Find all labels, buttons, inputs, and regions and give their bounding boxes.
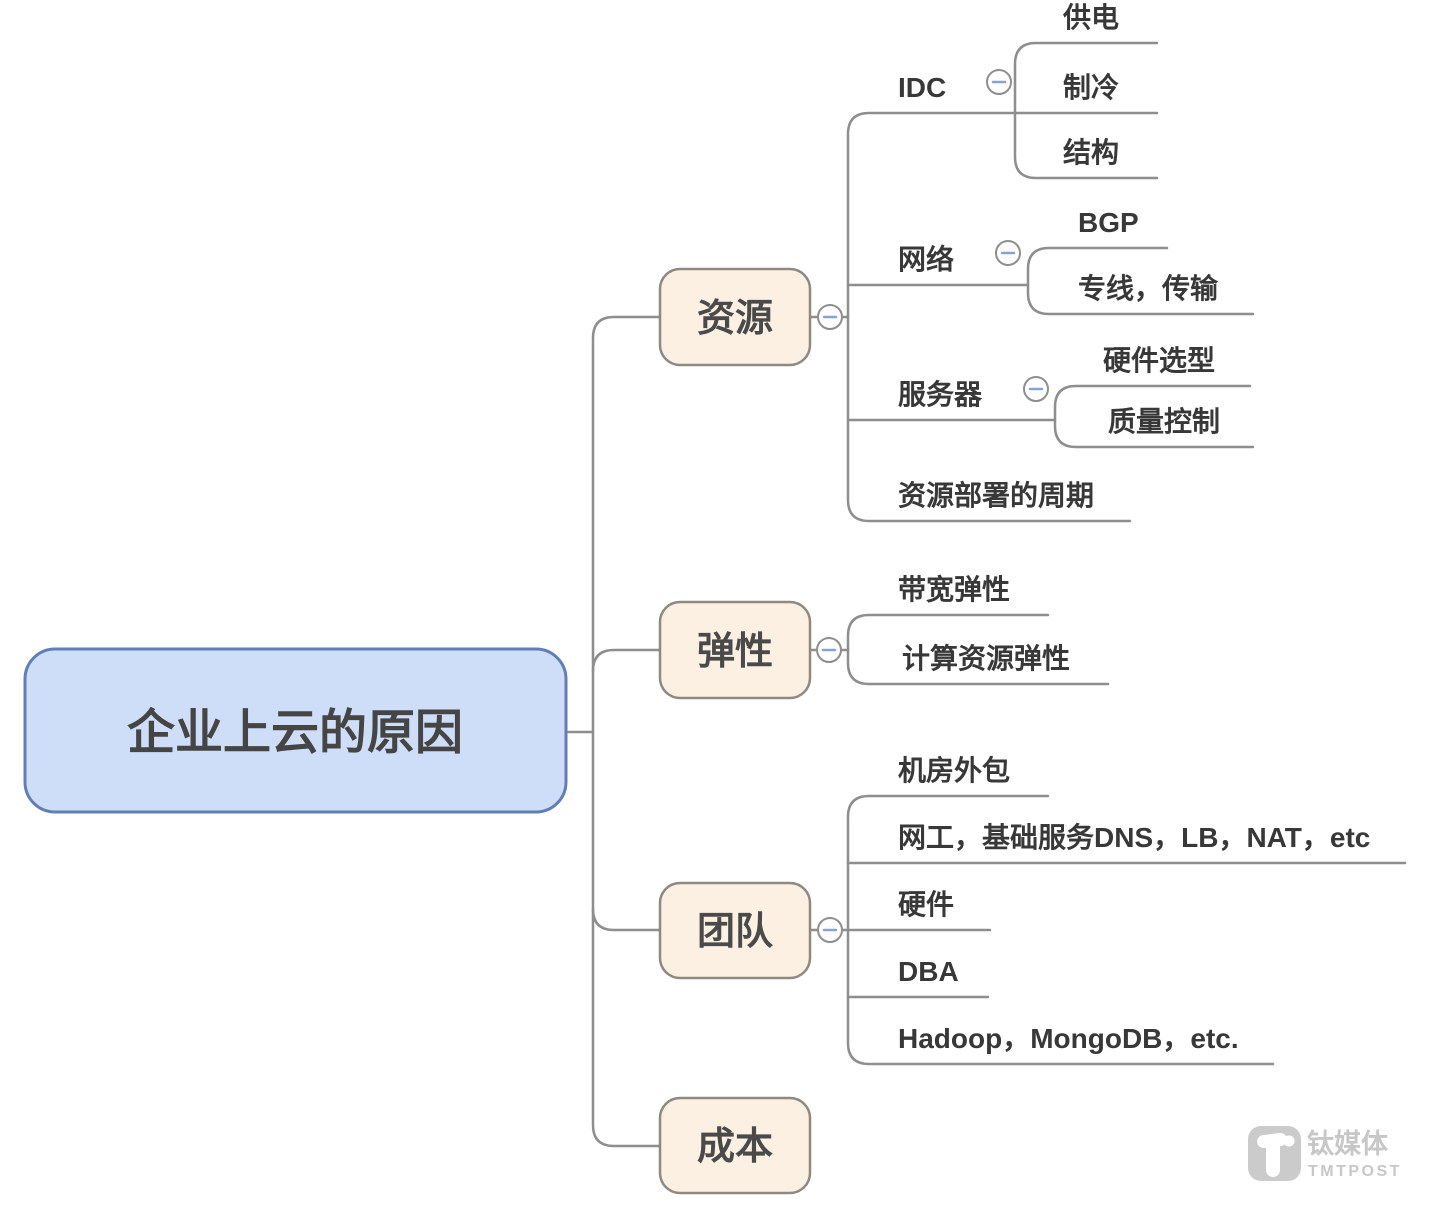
node-datacenter-outsourcing[interactable]: 机房外包 xyxy=(898,754,1010,786)
node-server[interactable]: 服务器 xyxy=(898,379,983,410)
node-branch-team-label: 团队 xyxy=(697,911,774,953)
node-branch-team[interactable] xyxy=(658,881,812,980)
collapse-button-layer xyxy=(816,69,1049,943)
node-bandwidth-elasticity[interactable]: 带宽弹性 xyxy=(898,573,1010,605)
collapse-button-idc[interactable] xyxy=(986,69,1012,95)
connector-branch-team xyxy=(591,907,662,932)
node-cooling[interactable]: 制冷 xyxy=(1063,72,1119,103)
connector-network-children-frame xyxy=(1026,246,1255,316)
tmtpost-watermark-en: TMTPOST xyxy=(1308,1163,1402,1180)
collapse-button-network[interactable] xyxy=(995,240,1021,266)
node-branch-cost[interactable] xyxy=(658,1096,812,1195)
tmtpost-logo-icon xyxy=(1248,1126,1301,1181)
node-branch-resources-label: 资源 xyxy=(697,298,773,340)
node-root[interactable] xyxy=(23,647,568,814)
node-deployment-cycle[interactable]: 资源部署的周期 xyxy=(898,479,1094,511)
node-branch-resources[interactable] xyxy=(658,267,812,367)
node-branch-elasticity[interactable] xyxy=(658,600,812,700)
node-branch-elasticity-label: 弹性 xyxy=(697,631,773,673)
node-quality-control[interactable]: 质量控制 xyxy=(1108,406,1220,437)
node-network[interactable]: 网络 xyxy=(898,243,954,275)
collapse-button-team[interactable] xyxy=(817,917,843,943)
node-structure[interactable]: 结构 xyxy=(1063,137,1119,168)
node-compute-elasticity[interactable]: 计算资源弹性 xyxy=(902,642,1070,674)
node-power-supply[interactable]: 供电 xyxy=(1062,2,1119,33)
node-root-label: 企业上云的原因 xyxy=(127,707,463,760)
node-layer: 企业上云的原因 资源 弹性 团队 成本 xyxy=(23,267,812,1195)
node-dedicated-line[interactable]: 专线，传输 xyxy=(1078,272,1219,304)
node-hardware[interactable]: 硬件 xyxy=(898,889,954,920)
connector-elasticity-children-frame xyxy=(846,613,1110,686)
leaf-layer: IDC 网络 服务器 资源部署的周期 供电 制冷 结构 BGP 专线，传输 硬件… xyxy=(898,2,1370,1054)
connector-branch-elasticity xyxy=(591,648,662,673)
collapse-button-elasticity[interactable] xyxy=(816,637,842,663)
node-hadoop-mongodb[interactable]: Hadoop，MongoDB，etc. xyxy=(898,1023,1239,1054)
collapse-button-resources[interactable] xyxy=(817,304,843,330)
tmtpost-watermark: 钛媒体 TMTPOST xyxy=(1248,1126,1402,1181)
collapse-button-server[interactable] xyxy=(1023,376,1049,402)
connector-server-children-frame xyxy=(1053,384,1255,449)
tmtpost-watermark-cn: 钛媒体 xyxy=(1307,1128,1389,1159)
node-network-engineer[interactable]: 网工，基础服务DNS，LB，NAT，etc xyxy=(898,822,1370,853)
node-dba[interactable]: DBA xyxy=(898,956,959,987)
connector-trunk xyxy=(591,315,662,1148)
connector-idc-children-frame xyxy=(1013,41,1159,180)
node-idc[interactable]: IDC xyxy=(898,72,946,103)
connector-resources-children-frame xyxy=(846,111,1159,523)
node-hardware-selection[interactable]: 硬件选型 xyxy=(1103,345,1215,376)
node-bgp[interactable]: BGP xyxy=(1078,207,1139,238)
node-branch-cost-label: 成本 xyxy=(697,1126,773,1168)
